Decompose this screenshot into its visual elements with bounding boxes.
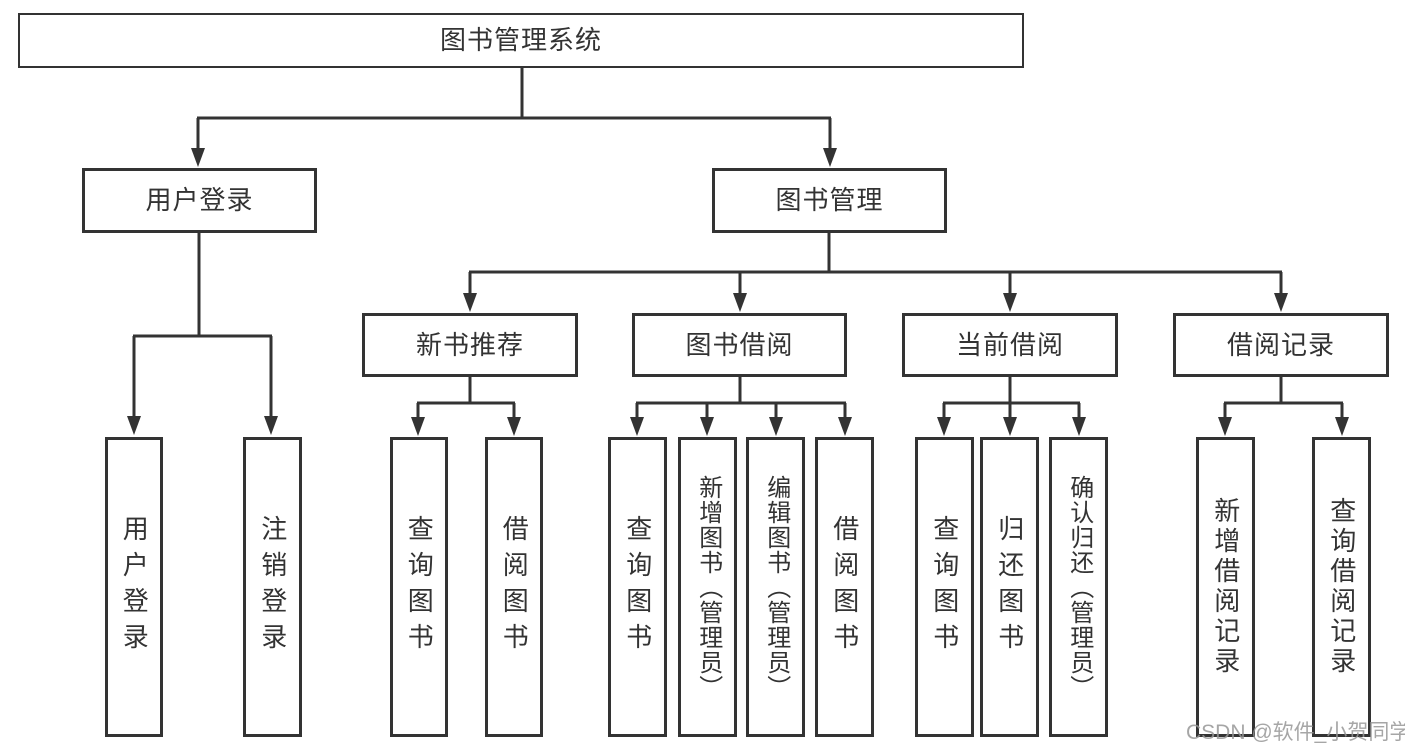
node-leaf-borrow-books-2: 借阅图书: [815, 437, 874, 737]
node-leaf-logout: 注销登录: [243, 437, 302, 737]
node-leaf-query-books-2: 查询图书: [608, 437, 667, 737]
node-leaf-confirm-return-admin: 确认归还（管理员）: [1049, 437, 1108, 737]
node-current-borrowing: 当前借阅: [902, 313, 1118, 377]
node-leaf-query-borrow-record: 查询借阅记录: [1312, 437, 1371, 737]
node-borrowing-records: 借阅记录: [1173, 313, 1389, 377]
node-new-book-recommendation: 新书推荐: [362, 313, 578, 377]
node-leaf-query-books-3: 查询图书: [915, 437, 974, 737]
node-leaf-borrow-books-1: 借阅图书: [485, 437, 543, 737]
node-leaf-add-books-admin: 新增图书（管理员）: [678, 437, 737, 737]
node-book-borrowing: 图书借阅: [632, 313, 847, 377]
node-user-login: 用户登录: [82, 168, 317, 233]
node-leaf-add-borrow-record: 新增借阅记录: [1196, 437, 1255, 737]
node-leaf-edit-books-admin: 编辑图书（管理员）: [746, 437, 805, 737]
node-book-management: 图书管理: [712, 168, 947, 233]
node-leaf-user-login: 用户登录: [105, 437, 163, 737]
csdn-watermark: CSDN @软件_小贺同学: [1186, 721, 1405, 744]
node-library-system: 图书管理系统: [18, 13, 1024, 68]
node-leaf-query-books-1: 查询图书: [390, 437, 448, 737]
node-leaf-return-books: 归还图书: [980, 437, 1039, 737]
